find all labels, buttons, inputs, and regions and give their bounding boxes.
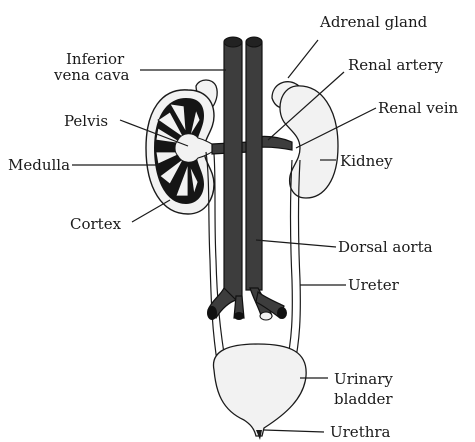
inferior-vena-cava-vessel: [224, 38, 242, 301]
label-renal-vein: Renal vein: [378, 99, 458, 117]
label-ureter: Ureter: [348, 276, 400, 294]
blood-vessels: [207, 37, 292, 320]
urinary-bladder: [213, 344, 306, 440]
label-pelvis: Pelvis: [64, 112, 108, 130]
left-kidney-section: [146, 80, 218, 214]
label-cortex: Cortex: [70, 215, 122, 233]
label-kidney: Kidney: [340, 152, 393, 170]
label-urethra: Urethra: [330, 423, 391, 441]
label-inferior-vena-cava-line2: vena cava: [53, 66, 130, 84]
label-adrenal-gland: Adrenal gland: [319, 13, 428, 31]
label-urinary-bladder-line2: bladder: [334, 390, 393, 408]
bladder-body: [213, 344, 306, 436]
label-dorsal-aorta: Dorsal aorta: [338, 238, 433, 256]
label-medulla: Medulla: [8, 156, 70, 174]
dorsal-aorta-vessel: [246, 38, 262, 291]
label-renal-artery: Renal artery: [348, 56, 444, 74]
label-urinary-bladder-line1: Urinary: [334, 370, 393, 388]
